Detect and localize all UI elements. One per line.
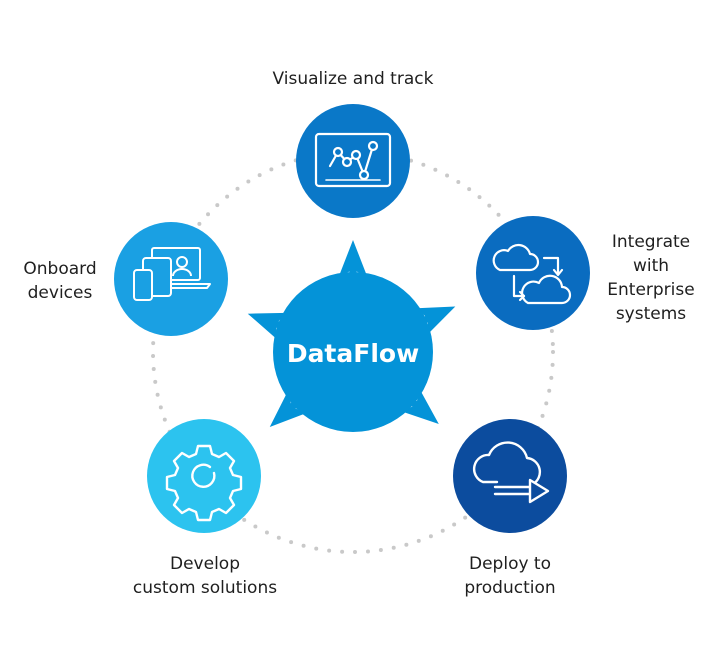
deploy-caption-line: production <box>464 578 556 598</box>
develop-caption-line: custom solutions <box>132 578 278 598</box>
node-integrate <box>476 216 590 330</box>
node-deploy <box>453 419 567 533</box>
deploy-circle <box>453 419 567 533</box>
onboard-caption: Onboard devices <box>14 257 106 305</box>
onboard-caption-line: devices <box>27 283 93 303</box>
cloud-sync-icon <box>492 243 572 305</box>
devices-icon <box>133 247 211 301</box>
dataflow-hub-circle <box>273 272 433 432</box>
develop-caption: Develop custom solutions <box>115 552 295 600</box>
integrate-caption-line: Enterprise <box>607 280 695 300</box>
gear-icon <box>165 444 243 522</box>
visualize-caption-line: Visualize and track <box>272 69 434 89</box>
dotted-orbit-ring <box>151 150 555 554</box>
visualize-caption: Visualize and track <box>252 67 454 91</box>
dataflow-hub-label: DataFlow <box>286 339 420 368</box>
line-chart-monitor-icon <box>314 132 392 188</box>
develop-circle <box>147 419 261 533</box>
node-onboard <box>114 222 228 336</box>
node-develop <box>147 419 261 533</box>
integrate-caption-line: Integrate <box>611 232 691 252</box>
integrate-circle <box>476 216 590 330</box>
visualize-circle <box>296 104 410 218</box>
node-visualize <box>296 104 410 218</box>
deploy-caption: Deploy to production <box>440 552 580 600</box>
integrate-caption-line: systems <box>615 304 687 324</box>
integrate-caption: Integrate with Enterprise systems <box>596 230 706 326</box>
deploy-caption-line: Deploy to <box>469 554 551 574</box>
onboard-caption-line: Onboard <box>23 259 97 279</box>
develop-caption-line: Develop <box>170 554 240 574</box>
cloud-upload-arrow-icon <box>473 441 550 504</box>
integrate-caption-line: with <box>632 256 670 276</box>
